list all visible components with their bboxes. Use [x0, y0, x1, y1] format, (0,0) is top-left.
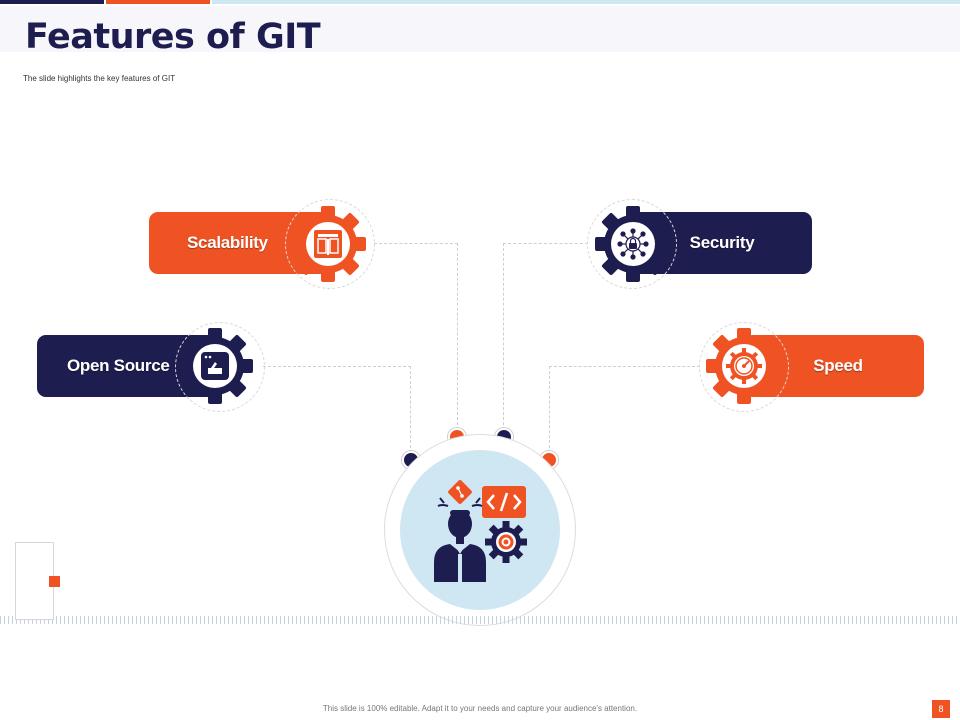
page-number: 8: [932, 700, 950, 718]
connector-security: [503, 243, 588, 430]
connector-speed: [549, 366, 700, 453]
slide-subtitle: The slide highlights the key features of…: [23, 74, 176, 83]
slide-title: Features of GIT: [25, 17, 321, 57]
feature-open-source-label: Open Source: [67, 356, 170, 375]
open-source-halo: [175, 322, 265, 412]
feature-speed-label: Speed: [813, 356, 863, 375]
open-source-window-icon: [201, 352, 229, 385]
left-decor-square: [49, 576, 60, 587]
center-circle: [400, 450, 560, 610]
connector-scalability: [374, 243, 458, 430]
feature-security-label: Security: [689, 233, 755, 252]
top-bar-navy: [0, 0, 104, 4]
title-band: [0, 6, 960, 52]
scalability-icon: [314, 230, 342, 263]
top-bar-orange: [106, 0, 210, 4]
top-bar-light: [212, 0, 960, 4]
scalability-halo: [285, 199, 375, 289]
footer-note: This slide is 100% editable. Adapt it to…: [322, 704, 638, 713]
connector-open-source: [263, 366, 411, 453]
security-halo: [587, 199, 677, 289]
speedometer-icon: [726, 348, 762, 389]
speed-halo: [699, 322, 789, 412]
bottom-tick-strip: [0, 616, 960, 624]
developer-with-code-and-gear-icon: [428, 478, 532, 589]
network-lock-icon: [617, 228, 649, 265]
feature-scalability-label: Scalability: [187, 233, 268, 252]
